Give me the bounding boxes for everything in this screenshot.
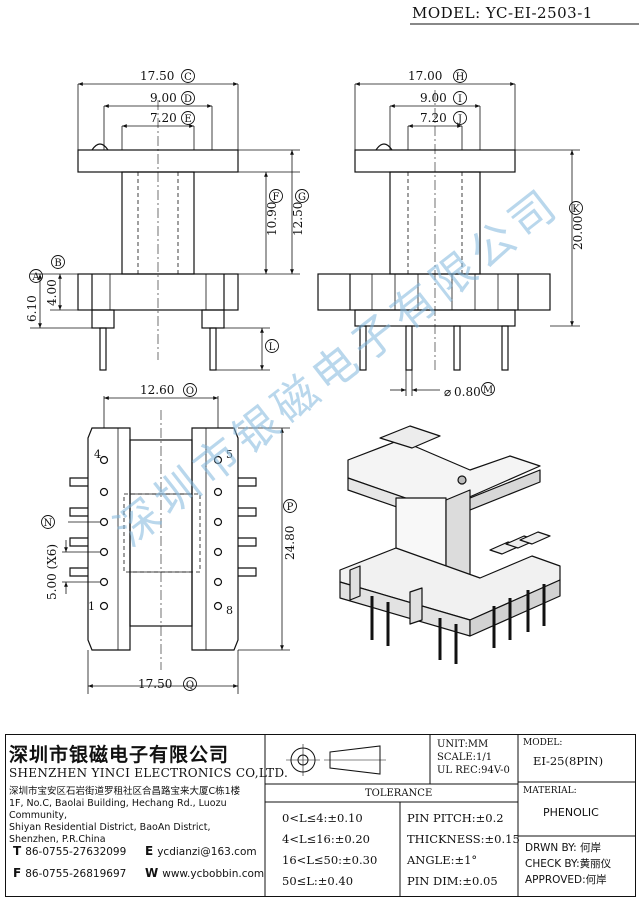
- tol-3: 16<L≤50:±0.30: [282, 853, 378, 867]
- svg-text:F: F: [273, 192, 280, 203]
- tol-2: 4<L≤16:±0.20: [282, 832, 370, 846]
- svg-text:E: E: [184, 114, 191, 125]
- pin-label-1: 1: [88, 600, 95, 613]
- svg-text:C: C: [184, 72, 192, 83]
- material-value: PHENOLIC: [543, 806, 599, 819]
- dim-height-outer: 12.50: [291, 202, 305, 236]
- tol-thickness: THICKNESS:±0.15: [407, 832, 520, 846]
- svg-text:I: I: [458, 94, 462, 105]
- dim-pin-dia-prefix: ⌀: [444, 385, 451, 399]
- web-letter: W: [145, 866, 159, 880]
- front-view: [77, 100, 239, 371]
- side-view: [317, 90, 551, 371]
- svg-text:M: M: [483, 385, 493, 396]
- title-block: 深圳市银磁电子有限公司 SHENZHEN YINCI ELECTRONICS C…: [5, 734, 636, 897]
- svg-text:K: K: [572, 204, 580, 215]
- svg-text:H: H: [456, 72, 465, 83]
- dim-bottom-outer: 17.50: [138, 677, 172, 691]
- model-value: EI-25(8PIN): [533, 754, 604, 768]
- company-en-name: SHENZHEN YINCI ELECTRONICS CO,LTD.: [9, 766, 289, 780]
- svg-text:J: J: [457, 114, 462, 125]
- dim-base-height: 6.10: [25, 295, 39, 322]
- side-dimensions: [354, 82, 580, 396]
- spec-ul: UL REC:94V-0: [437, 765, 510, 776]
- tol-pin-pitch: PIN PITCH:±0.2: [407, 811, 504, 825]
- company-cn-name: 深圳市银磁电子有限公司: [9, 744, 230, 766]
- model-title: MODEL: YC-EI-2503-1: [412, 4, 593, 22]
- bottom-dim-text: 12.60 24.80 5.00 (X6) 17.50 4 5 1 8: [45, 383, 297, 691]
- spec-units: UNIT:MM SCALE:1/1 UL REC:94V-0: [437, 738, 510, 777]
- tolerance-other: PIN PITCH:±0.2 THICKNESS:±0.15 ANGLE:±1°…: [407, 808, 520, 892]
- model-label: MODEL:: [523, 738, 563, 748]
- dimension-markers: [29, 69, 583, 691]
- spec-unit: UNIT:MM: [437, 739, 489, 750]
- tel-number: 86-0755-27632099: [25, 846, 127, 858]
- address-en-1: 1F, No.C, Baolai Building, Hechang Rd., …: [9, 798, 227, 821]
- dim-bottom-length: 24.80: [283, 526, 297, 560]
- svg-text:Q: Q: [186, 680, 194, 691]
- tol-angle: ANGLE:±1°: [407, 853, 478, 867]
- dim-pin-pitch: 5.00 (X6): [45, 544, 59, 600]
- spec-scale: SCALE:1/1: [437, 752, 493, 763]
- company-watermark: 深圳市银磁电子有限公司: [105, 178, 570, 557]
- approval-block: DRWN BY: 何岸 CHECK BY:黄丽仪 APPROVED:何岸: [525, 840, 611, 888]
- approved-by: APPROVED:何岸: [525, 874, 607, 886]
- tol-4: 50≤L:±0.40: [282, 874, 354, 888]
- svg-text:B: B: [54, 258, 61, 269]
- fax-number: 86-0755-26819697: [25, 868, 127, 880]
- svg-text:D: D: [184, 94, 192, 105]
- isometric-view: [339, 425, 561, 664]
- pin-label-8: 8: [226, 604, 233, 617]
- front-dim-text: 17.50 9.00 7.20 10.90 12.50 6.10 4.00: [25, 69, 305, 322]
- address-en-2: Shiyan Residential District, BaoAn Distr…: [9, 822, 211, 833]
- tolerance-length: 0<L≤4:±0.10 4<L≤16:±0.20 16<L≤50:±0.30 5…: [282, 808, 377, 892]
- front-dimensions: [30, 82, 300, 371]
- dim-front-mid: 9.00: [150, 91, 177, 105]
- company-address: 深圳市宝安区石岩街道罗租社区合昌路宝来大厦C栋1楼 1F, No.C, Baol…: [9, 786, 265, 846]
- svg-text:P: P: [287, 502, 294, 513]
- svg-text:A: A: [31, 272, 40, 283]
- fax-letter: F: [13, 866, 22, 880]
- bottom-view: [69, 410, 257, 670]
- tolerance-title: TOLERANCE: [365, 788, 433, 799]
- side-dim-text: 17.00 9.00 7.20 20.00 ⌀ 0.80: [408, 69, 585, 399]
- svg-text:O: O: [186, 386, 194, 397]
- dim-side-mid: 9.00: [420, 91, 447, 105]
- svg-text:L: L: [269, 342, 276, 353]
- pin-label-5: 5: [226, 448, 233, 461]
- tol-pin-dim: PIN DIM:±0.05: [407, 874, 498, 888]
- dim-front-inner: 7.20: [150, 111, 177, 125]
- pin-label-4: 4: [94, 448, 101, 461]
- bottom-dimensions: [62, 396, 290, 694]
- dimension-marker-letters: C D E F G A B L H I J K M N O P Q: [31, 72, 580, 691]
- dim-side-width: 17.00: [408, 69, 442, 83]
- title-block-lines: [264, 735, 636, 897]
- email-address[interactable]: ycdianzi@163.com: [157, 846, 257, 858]
- drawn-by: DRWN BY: 何岸: [525, 842, 602, 854]
- address-en-3: Shenzhen, P.R.China: [9, 834, 106, 845]
- dim-bottom-width: 12.60: [140, 383, 174, 397]
- dim-pin-dia: 0.80: [454, 385, 481, 399]
- material-label: MATERIAL:: [523, 786, 577, 796]
- svg-text:N: N: [44, 518, 53, 529]
- address-cn: 深圳市宝安区石岩街道罗租社区合昌路宝来大厦C栋1楼: [9, 786, 241, 797]
- dim-height-inner: 10.90: [265, 202, 279, 236]
- dim-total-height: 20.00: [571, 216, 585, 250]
- tol-1: 0<L≤4:±0.10: [282, 811, 363, 825]
- dim-side-inner: 7.20: [420, 111, 447, 125]
- email-letter: E: [145, 844, 154, 858]
- check-by: CHECK BY:黄丽仪: [525, 858, 612, 870]
- dim-flange-height: 4.00: [45, 279, 59, 306]
- web-address[interactable]: www.ycbobbin.com: [162, 868, 265, 880]
- svg-text:G: G: [298, 192, 306, 203]
- dim-front-width: 17.50: [140, 69, 174, 83]
- tel-letter: T: [13, 844, 22, 858]
